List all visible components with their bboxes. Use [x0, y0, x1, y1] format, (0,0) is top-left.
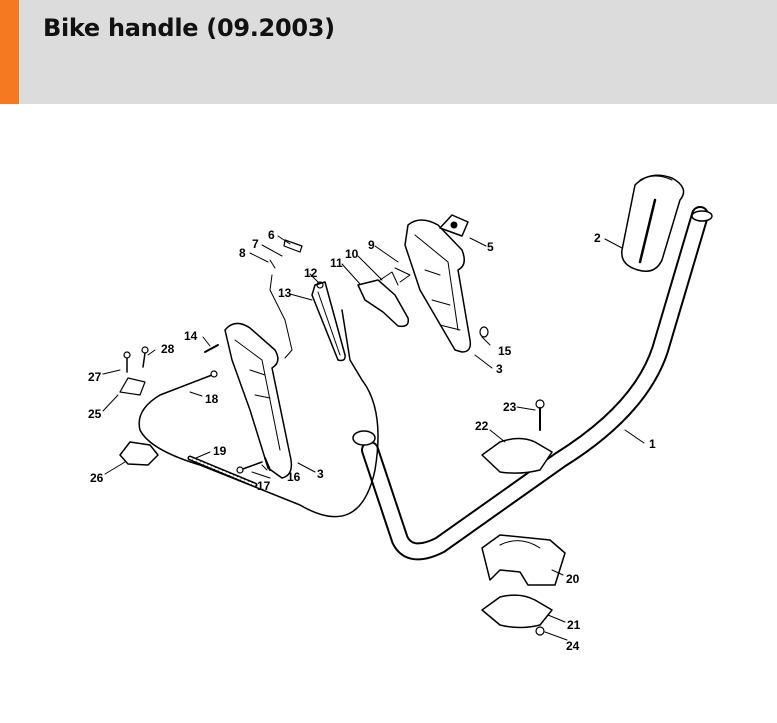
- callout-18: 18: [205, 392, 219, 406]
- callout-10: 10: [345, 247, 359, 261]
- small-part-12: [316, 281, 324, 289]
- callout-5: 5: [487, 240, 494, 254]
- handle-grip: [621, 174, 685, 272]
- callout-13: 13: [278, 286, 292, 300]
- throttle-cable: [138, 309, 379, 518]
- callout-16: 16: [287, 470, 301, 484]
- clamp-plate-21: [481, 594, 553, 629]
- callout-22: 22: [475, 419, 489, 433]
- callout-27: 27: [88, 370, 102, 384]
- callout-28: 28: [161, 342, 175, 356]
- spring-part: [394, 267, 411, 283]
- brand-accent-strip: [0, 0, 19, 104]
- callout-11: 11: [330, 256, 343, 270]
- callout-9: 9: [368, 238, 375, 252]
- small-part-15: [479, 326, 489, 338]
- screw-27: [123, 351, 131, 373]
- screw-17: [236, 461, 263, 474]
- handlebar-tube: [352, 206, 713, 561]
- callout-numbers: 1 2 3 3 5 6 7 8 9 10 11 12 13 14 15 16 1…: [88, 228, 656, 653]
- callout-23: 23: [503, 400, 517, 414]
- clamp-block-20: [481, 534, 566, 586]
- screw-23: [535, 399, 545, 431]
- callout-3b: 3: [496, 362, 503, 376]
- clamp-plate-22: [481, 437, 553, 474]
- callout-12: 12: [304, 266, 318, 280]
- throttle-trigger: [357, 271, 410, 328]
- callout-2: 2: [594, 231, 601, 245]
- leader-lines: [102, 235, 645, 641]
- callout-14: 14: [184, 329, 198, 343]
- screw-28: [141, 346, 149, 368]
- interlock-lever: [311, 281, 346, 362]
- callout-25: 25: [88, 407, 102, 421]
- page-title: Bike handle (09.2003): [43, 14, 335, 42]
- callout-26: 26: [90, 471, 104, 485]
- callout-19: 19: [213, 444, 227, 458]
- callout-21: 21: [567, 618, 581, 632]
- control-housing-left: [224, 322, 293, 479]
- parts-diagram: 1 2 3 3 5 6 7 8 9 10 11 12 13 14 15 16 1…: [0, 104, 777, 719]
- button-part: [439, 214, 469, 237]
- callout-1: 1: [649, 437, 656, 451]
- callout-17: 17: [257, 479, 271, 493]
- cable-holder-26: [119, 441, 159, 466]
- callout-7: 7: [252, 237, 259, 251]
- callout-24: 24: [566, 639, 580, 653]
- cable-clamp-25: [119, 377, 146, 396]
- screw-14: [204, 344, 219, 353]
- callout-3a: 3: [317, 467, 324, 481]
- header-bar: Bike handle (09.2003): [0, 0, 777, 104]
- callout-15: 15: [498, 344, 512, 358]
- washer-16: [264, 457, 271, 471]
- callout-6: 6: [268, 228, 275, 242]
- callout-8: 8: [239, 246, 246, 260]
- nut-24: [535, 626, 545, 636]
- callout-20: 20: [566, 572, 580, 586]
- control-housing-right: [404, 219, 472, 353]
